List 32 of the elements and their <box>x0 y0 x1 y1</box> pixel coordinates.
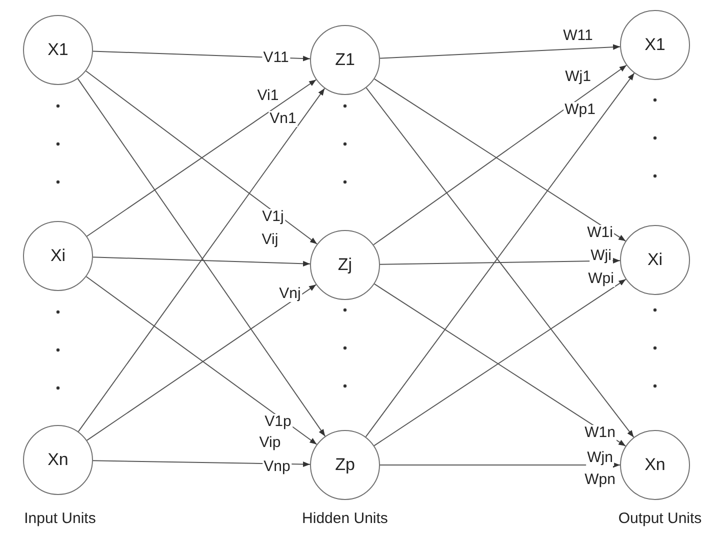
weight-label: Wpi <box>587 271 615 287</box>
weight-label: Vnp <box>262 459 292 475</box>
neuron-circle <box>310 25 380 95</box>
layer-caption: Output Units <box>618 510 702 527</box>
weight-label: Wj1 <box>564 69 592 85</box>
weight-label: Wjn <box>586 450 614 466</box>
neuron-label: Z1 <box>335 50 355 70</box>
neuron-label: Xi <box>50 246 66 266</box>
layer-caption: Hidden Units <box>302 510 388 527</box>
weight-label: V1p <box>264 414 292 430</box>
arrow <box>380 462 620 468</box>
weight-label: Vip <box>258 435 282 451</box>
weight-label: Vij <box>260 232 280 248</box>
neuron-circle <box>310 430 380 500</box>
neuron-label: Xi <box>647 250 663 270</box>
weight-label: Wji <box>590 248 612 264</box>
weight-label: Vn1 <box>268 111 298 127</box>
neuron-label: X1 <box>48 40 68 60</box>
arrow <box>92 256 311 266</box>
weight-label: Vnj <box>278 286 302 302</box>
neuron-label: X1 <box>644 35 666 55</box>
neuron-label: Xn <box>48 450 68 470</box>
neuron-label: Zp <box>335 455 355 475</box>
weight-label: W1n <box>584 425 616 441</box>
weight-label: Wpn <box>584 472 616 488</box>
layer-caption: Input Units <box>24 510 96 527</box>
arrow <box>380 258 620 265</box>
weight-label: V1j <box>261 209 285 225</box>
neuron-label: Xn <box>644 455 666 475</box>
neuron-label: Zj <box>338 255 352 275</box>
weight-label: Wp1 <box>564 102 596 118</box>
arrow <box>379 44 621 59</box>
